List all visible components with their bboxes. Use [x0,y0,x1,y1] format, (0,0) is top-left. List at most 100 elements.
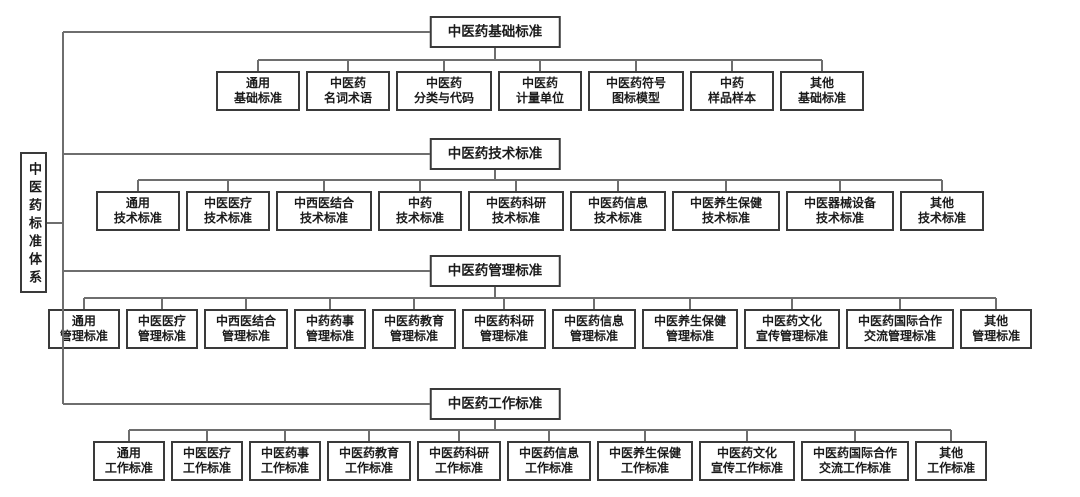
child-node-label-line: 中医药科研 [485,196,546,210]
child-node-label-line: 管理标准 [570,329,619,343]
child-node-label-line: 中医药 [425,76,462,90]
connector-line [47,221,63,224]
child-node: 中医养生保健管理标准 [642,309,739,349]
branch-header-3: 中医药工作标准 [429,388,561,421]
child-node-label-line: 通用 [125,196,150,210]
connector-line [367,430,370,441]
child-node: 中医药信息工作标准 [507,441,592,481]
child-node-label-line: 其他 [939,446,964,460]
child-node-label-line: 管理标准 [666,329,715,343]
root-node: 中医药标准体系 [20,152,47,293]
child-node: 其他工作标准 [915,441,988,481]
connector-line [494,48,496,60]
child-node-label-line: 样品样本 [708,91,757,105]
child-node: 通用技术标准 [95,191,180,231]
connector-line [226,180,229,191]
child-node-label-line: 中西医结合 [215,314,276,328]
connector-line [136,180,139,191]
child-node-label-line: 中医药 [521,76,558,90]
connector-line [63,31,430,34]
connector-line [950,430,953,441]
child-node-label-line: 中医药科研 [428,446,489,460]
child-node-label-line: 管理标准 [389,329,438,343]
connector-line [457,430,460,441]
connector-line [494,170,496,180]
connector-line [412,298,415,309]
connector-line [283,430,286,441]
connector-line [731,60,734,71]
child-node-label-line: 中药药事 [305,314,354,328]
child-node-label-line: 中药 [720,76,745,90]
connector-line [128,429,952,431]
branch-header-1: 中医药技术标准 [429,138,561,171]
child-node: 中药样品样本 [690,71,775,111]
child-node-label-line: 中医医疗 [182,446,231,460]
connector-line [995,298,998,309]
connector-line [821,60,824,71]
child-node: 中医药信息技术标准 [570,191,667,231]
connector-line [127,430,130,441]
child-node: 中医药分类与代码 [395,71,492,111]
child-node-label-line: 工作标准 [434,461,483,475]
child-node: 中药药事管理标准 [293,309,366,349]
child-node: 中医药国际合作交流管理标准 [846,309,955,349]
connector-line [538,60,541,71]
child-node-label-line: 中医养生保健 [654,314,727,328]
child-node: 其他基础标准 [780,71,865,111]
child-node-label-line: 中医药信息 [588,196,649,210]
child-node: 中医药文化宣传管理标准 [744,309,841,349]
child-node: 中医药科研管理标准 [461,309,546,349]
branch-3-children-row: 通用工作标准中医医疗工作标准中医药事工作标准中医药教育工作标准中医药科研工作标准… [0,441,1080,481]
connector-line [593,298,595,309]
connector-line [854,430,857,441]
connector-line [442,60,445,71]
child-node-label-line: 中医药文化 [717,446,778,460]
child-node-label-line: 工作标准 [525,461,574,475]
child-node: 中医药教育工作标准 [326,441,411,481]
child-node-label-line: 技术标准 [594,211,643,225]
child-node-label-line: 管理标准 [221,329,270,343]
child-node-label-line: 通用 [245,76,270,90]
child-node-label-line: 工作标准 [621,461,670,475]
child-node-label-line: 工作标准 [344,461,393,475]
child-node-label-line: 中医药教育 [383,314,444,328]
child-node-label-line: 中医医疗 [203,196,252,210]
connector-line [899,298,902,309]
connector-line [514,180,517,191]
connector-line [418,180,421,191]
child-node: 中医药教育管理标准 [371,309,456,349]
connector-line [548,430,550,441]
child-node: 中医药文化宣传工作标准 [699,441,796,481]
child-node-label-line: 中医药文化 [762,314,823,328]
connector-line [256,60,259,71]
child-node-label-line: 管理标准 [137,329,186,343]
child-node-label-line: 其他 [984,314,1009,328]
child-node: 中医药事工作标准 [248,441,321,481]
child-node-label-line: 中医养生保健 [609,446,682,460]
child-node-label-line: 基础标准 [233,91,282,105]
connector-line [644,430,647,441]
child-node: 中医器械设备技术标准 [786,191,895,231]
child-node-label-line: 分类与代码 [413,91,474,105]
child-node-label-line: 交流管理标准 [864,329,937,343]
connector-line [62,32,64,405]
child-node-label-line: 中医药科研 [473,314,534,328]
child-node-label-line: 图标模型 [612,91,661,105]
child-node-label-line: 中医器械设备 [804,196,877,210]
child-node-label-line: 中医药信息 [519,446,580,460]
child-node: 中医医疗管理标准 [125,309,198,349]
child-node-label-line: 中西医结合 [293,196,354,210]
child-node-label-line: 工作标准 [260,461,309,475]
connector-line [160,298,163,309]
connector-line [494,420,496,430]
child-node-label-line: 中医药国际合作 [813,446,898,460]
child-node: 中医药科研工作标准 [416,441,501,481]
connector-line [791,298,794,309]
connector-line [346,60,349,71]
child-node: 中西医结合管理标准 [203,309,288,349]
child-node-label-line: 中医药符号 [606,76,667,90]
connector-line [137,179,943,181]
child-node: 中医药科研技术标准 [467,191,564,231]
child-node-label-line: 技术标准 [702,211,751,225]
branch-header-0: 中医药基础标准 [429,16,561,49]
